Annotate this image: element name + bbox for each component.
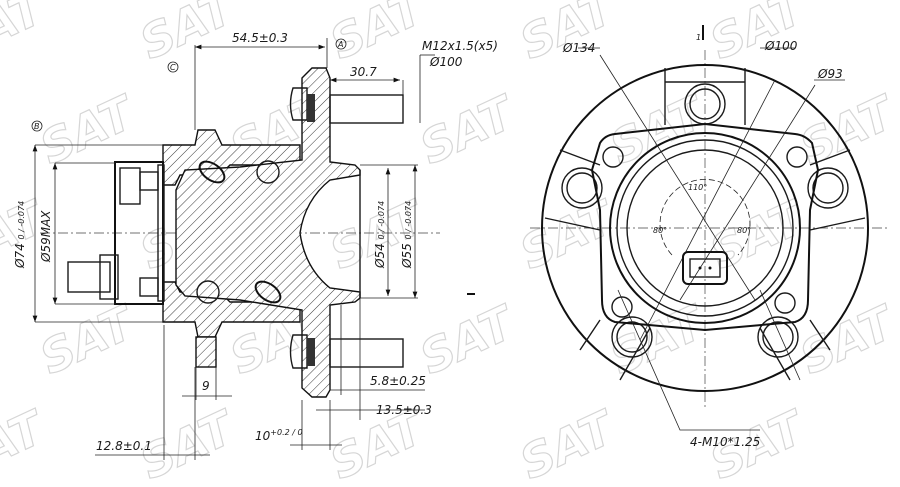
angle-top: 110° — [688, 183, 707, 192]
dim-stud-thread: M12x1.5(x5) — [422, 39, 498, 53]
dim-13-5: 13.5±0.3 — [376, 403, 432, 417]
label-mount-bolts: 4-M10*1.25 — [690, 435, 760, 449]
dim-stud-pcd: Ø100 — [429, 55, 463, 69]
datum-a: A — [337, 40, 343, 49]
dim-12-8: 12.8±0.1 — [96, 439, 152, 453]
wheel-stud-top — [289, 87, 404, 124]
datum-c-circle — [167, 61, 179, 73]
ring-93 — [616, 139, 794, 317]
watermark-logo: SAT — [412, 84, 525, 175]
watermark-logo: SAT — [512, 399, 625, 487]
watermark-logo: SAT — [792, 84, 900, 175]
watermark-logo: SAT — [132, 0, 245, 70]
watermark-logo: SAT — [0, 399, 55, 487]
hub-flange — [175, 67, 361, 398]
wheel-stud-bottom — [289, 334, 404, 369]
watermark-logo: SAT — [322, 0, 435, 70]
front-view: Ø134 Ø100 Ø93 4-M10*1.25 110° 80° 80° 1 — [530, 25, 890, 449]
mount-flange — [590, 122, 820, 332]
datum-b: B — [34, 122, 40, 131]
dim-54-5: 54.5±0.3 — [232, 31, 288, 45]
watermark-logo: SAT — [0, 0, 55, 70]
dim-9: 9 — [202, 379, 210, 393]
flange-outer-circle — [541, 64, 869, 392]
mount-ear — [195, 336, 217, 368]
mount-bolt-holes — [602, 146, 808, 318]
dim-od-74: Ø74 0 / -0.074 — [13, 201, 27, 269]
datum-c: C — [170, 63, 176, 72]
dim-5-8: 5.8±0.25 — [370, 374, 426, 388]
angle-right: 80° — [737, 226, 751, 235]
ball-bottom-left — [196, 280, 220, 304]
ball-top-right — [256, 160, 280, 184]
ring-100 — [609, 132, 801, 324]
seal-top — [198, 160, 226, 184]
label-100: Ø100 — [764, 39, 798, 53]
ring-inner — [626, 149, 784, 307]
sensor-connector — [67, 261, 111, 293]
sensor-connector-front — [682, 251, 728, 285]
label-93: Ø93 — [817, 67, 843, 81]
leader-lines — [578, 47, 845, 431]
dim-sensor-59: Ø59MAX — [39, 210, 53, 263]
watermark-logo: SAT — [512, 0, 625, 70]
view-marker: 1 — [696, 33, 701, 42]
dim-pilot-55: Ø55 0 / -0.074 — [400, 201, 414, 269]
dim-10: 10+0.2 / 0 — [255, 428, 303, 443]
datum-a-circle — [335, 38, 347, 50]
dim-30-7: 30.7 — [350, 65, 377, 79]
dim-pilot-54: Ø54 0 / -0.074 — [373, 201, 387, 269]
watermark-logo: SAT — [32, 294, 145, 385]
datum-b-circle — [31, 120, 43, 132]
watermark-logo: SAT — [602, 294, 715, 385]
angle-left: 80° — [653, 226, 667, 235]
section-view: 54.5±0.3 30.7 M12x1.5(x5) Ø100 Ø74 0 / -… — [13, 31, 498, 460]
abs-sensor — [67, 161, 165, 305]
sensor-angle-arc — [659, 179, 751, 256]
watermark-logo: SAT — [702, 189, 815, 280]
label-134: Ø134 — [562, 41, 595, 55]
dimension-lines — [32, 38, 435, 460]
watermark-logo: SAT — [412, 294, 525, 385]
watermark-logo: SAT — [702, 0, 815, 70]
seal-bottom — [254, 280, 282, 304]
